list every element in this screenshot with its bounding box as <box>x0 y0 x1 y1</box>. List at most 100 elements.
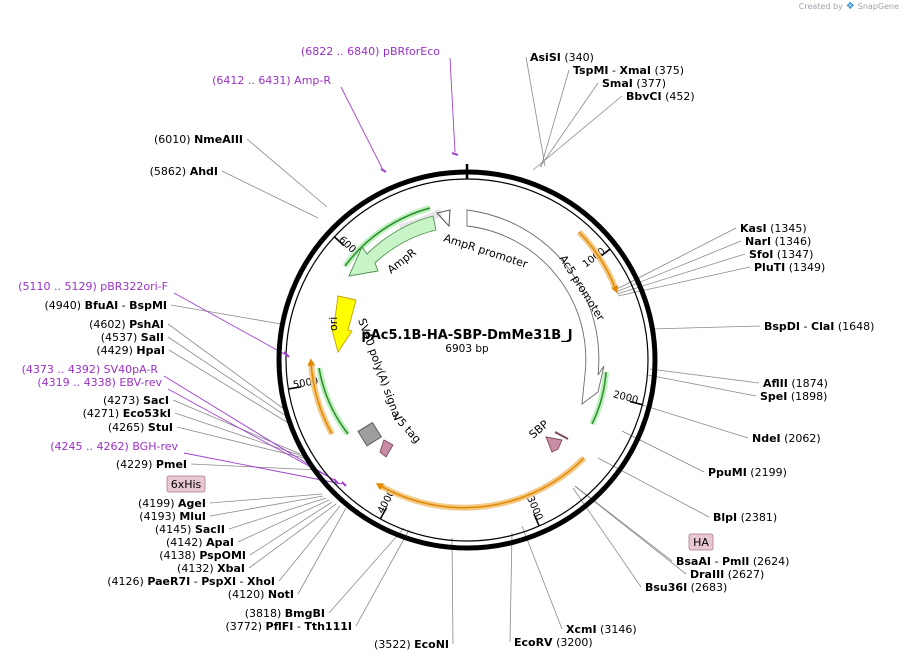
primer-label-sv40pa-r: (4373 .. 4392) SV40pA-R <box>22 363 159 376</box>
site-label-sacii: (4145) SacII <box>155 523 225 536</box>
leader-right-16 <box>572 487 642 588</box>
site-label-nmeaiii: (6010) NmeAIII <box>154 133 243 146</box>
site-label-pspomi: (4138) PspOMI <box>159 549 246 562</box>
site-label-pmei: (4229) PmeI <box>116 458 187 471</box>
scale-tick-label-3000: 3000 <box>524 495 544 523</box>
leader-left-2 <box>170 304 282 325</box>
leader-primer-5 <box>183 452 343 485</box>
site-label-sali: (4537) SalI <box>101 331 164 344</box>
features <box>330 208 605 458</box>
primer-label-pbr322ori-f: (5110 .. 5129) pBR322ori-F <box>18 280 168 293</box>
leader-right-3 <box>532 95 623 171</box>
leader-left-6 <box>172 399 301 455</box>
leader-left-11 <box>209 495 324 517</box>
leader-left-5 <box>168 349 291 425</box>
site-label-pshai: (4602) PshAI <box>89 318 164 331</box>
sbp-arrow-2 <box>554 431 569 440</box>
site-label-xbai: (4132) XbaI <box>177 562 245 575</box>
site-label-bspdi: BspDI - ClaI (1648) <box>764 320 874 333</box>
site-label-spei: SpeI (1898) <box>760 390 827 403</box>
site-label-smai: SmaI (377) <box>602 77 666 90</box>
plasmid-name: pAc5.1B-HA-SBP-DmMe31B_J <box>361 328 572 343</box>
sbp-arrow <box>545 436 563 453</box>
leader-right-10 <box>647 374 757 397</box>
primer-labels: (6822 .. 6840) pBRforEco (6412 .. 6431) A… <box>18 45 440 453</box>
leader-left-13 <box>237 499 330 543</box>
site-label-hpai: (4429) HpaI <box>96 344 165 357</box>
site-label-eco53ki: (4271) Eco53kI <box>83 407 171 420</box>
site-label-bmgbi: (3818) BmgBI <box>245 607 325 620</box>
leader-right-4 <box>614 227 737 291</box>
leader-primer-2 <box>173 292 287 356</box>
leader-left-20 <box>451 537 454 645</box>
leader-left-10 <box>209 493 323 504</box>
scale-tick-label-2000: 2000 <box>612 389 639 406</box>
leader-left-8 <box>176 426 305 459</box>
leader-right-9 <box>649 368 760 384</box>
leader-right-13 <box>597 457 710 518</box>
leader-right-8 <box>649 325 761 330</box>
leader-left-18 <box>328 527 405 614</box>
site-label-bsaai: BsaAI - PmlI (2624) <box>676 555 789 568</box>
site-label-paer7i: (4126) PaeR7I - PspXI - XhoI <box>107 575 275 588</box>
leader-left-17 <box>297 507 347 595</box>
leader-right-1 <box>540 69 570 168</box>
scale-tick-3000 <box>533 513 540 527</box>
primer-label-amp-r: (6412 .. 6431) Amp-R <box>212 74 331 87</box>
v5-tag-arrow <box>379 439 394 458</box>
primer-label-ebv-rev: (4319 .. 4338) EBV-rev <box>37 376 162 389</box>
scale-tick-6000 <box>333 236 345 247</box>
ampr-promoter-arrow <box>436 209 451 228</box>
site-label-asisi: AsiSI (340) <box>530 51 594 64</box>
leader-primer-1 <box>340 86 384 171</box>
site-label-ecorv: EcoRV (3200) <box>514 636 593 649</box>
leader-left-16 <box>278 505 341 582</box>
plasmid-size: 6903 bp <box>445 343 489 355</box>
leader-right-2 <box>539 82 599 168</box>
site-label-nari: NarI (1346) <box>745 235 811 248</box>
svg-text:6xHis: 6xHis <box>171 478 202 491</box>
boxed-label-ha: HA <box>688 533 714 551</box>
site-label-xcmi: XcmI (3146) <box>566 623 637 636</box>
leader-right-0 <box>525 56 546 167</box>
leader-right-5 <box>615 240 742 293</box>
sv40-polya-box <box>357 421 383 447</box>
primer-label-bgh-rev: (4245 .. 4262) BGH-rev <box>50 440 178 453</box>
site-labels-left: (6010) NmeAIII (5862) AhdI (4940) BfuAI - … <box>44 133 449 651</box>
leader-left-14 <box>249 501 333 556</box>
site-label-aflii: AflII (1874) <box>763 377 828 390</box>
site-label-ahdi: (5862) AhdI <box>150 165 218 178</box>
leader-left-4 <box>167 336 290 419</box>
site-label-agei: (4199) AgeI <box>138 497 206 510</box>
site-label-noti: (4120) NotI <box>228 588 294 601</box>
scale-tick-2000 <box>629 400 643 406</box>
primer-label-pbrforeco: (6822 .. 6840) pBRforEco <box>301 45 440 58</box>
leader-left-19 <box>355 529 410 627</box>
snapgene-logo-icon: ❖ <box>845 1 855 12</box>
scale-tick-4000 <box>379 507 388 520</box>
site-label-bsu36i: Bsu36I (2683) <box>645 581 727 594</box>
site-label-pluti: PluTI (1349) <box>754 261 825 274</box>
leader-right-18 <box>509 532 513 643</box>
scale-tick-5000 <box>288 386 302 390</box>
site-label-apai: (4142) ApaI <box>166 536 234 549</box>
leader-right-11 <box>638 403 749 439</box>
app-name-text: SnapGene <box>857 2 899 11</box>
green-arc-ori <box>316 367 351 436</box>
feature-label-ori: ori <box>327 317 340 331</box>
green-arcs <box>316 205 609 436</box>
leader-primer-0 <box>449 57 456 153</box>
site-label-bfuai: (4940) BfuAI - BspMI <box>44 299 167 312</box>
feature-label-v5-tag: V5 tag <box>390 410 424 445</box>
leader-left-1 <box>221 170 319 219</box>
site-label-econi: (3522) EcoNI <box>374 638 449 651</box>
leader-left-15 <box>248 503 337 569</box>
leader-primer-3 <box>163 375 335 481</box>
site-label-blpi: BlpI (2381) <box>713 511 777 524</box>
svg-text:HA: HA <box>693 536 709 549</box>
site-label-kasi: KasI (1345) <box>740 222 807 235</box>
site-label-stui: (4265) StuI <box>108 421 173 434</box>
ampr-arrow <box>348 215 437 277</box>
leader-left-3 <box>167 323 289 413</box>
